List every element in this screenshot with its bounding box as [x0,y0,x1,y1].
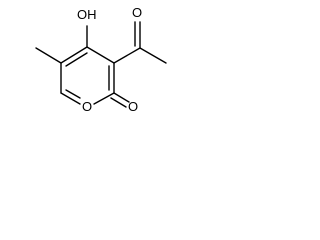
bond-c4-c5-double [65,52,88,67]
bond-c6-o1 [60,92,81,105]
bond-o1-c2 [93,92,115,105]
acetyl-carbonyl-oxygen-label: O [132,5,142,20]
bond-c2-o-carbonyl-double [110,97,127,108]
bond-c3-acetyl-carbon [113,47,141,64]
bond-c4-c3 [86,46,115,64]
bond-c5-methyl [35,47,62,64]
bond-c4-c5 [60,46,88,64]
lactone-carbonyl-oxygen-label: O [128,99,138,114]
bond-acetyl-methyl [139,47,167,64]
hydroxyl-label: OH [77,7,97,22]
ring-oxygen-label: O [82,99,92,114]
chemical-structure-diagram: OH O O O [35,5,167,114]
bond-c6-o1-double [65,89,81,99]
bond-c2-o-carbonyl [113,92,130,103]
